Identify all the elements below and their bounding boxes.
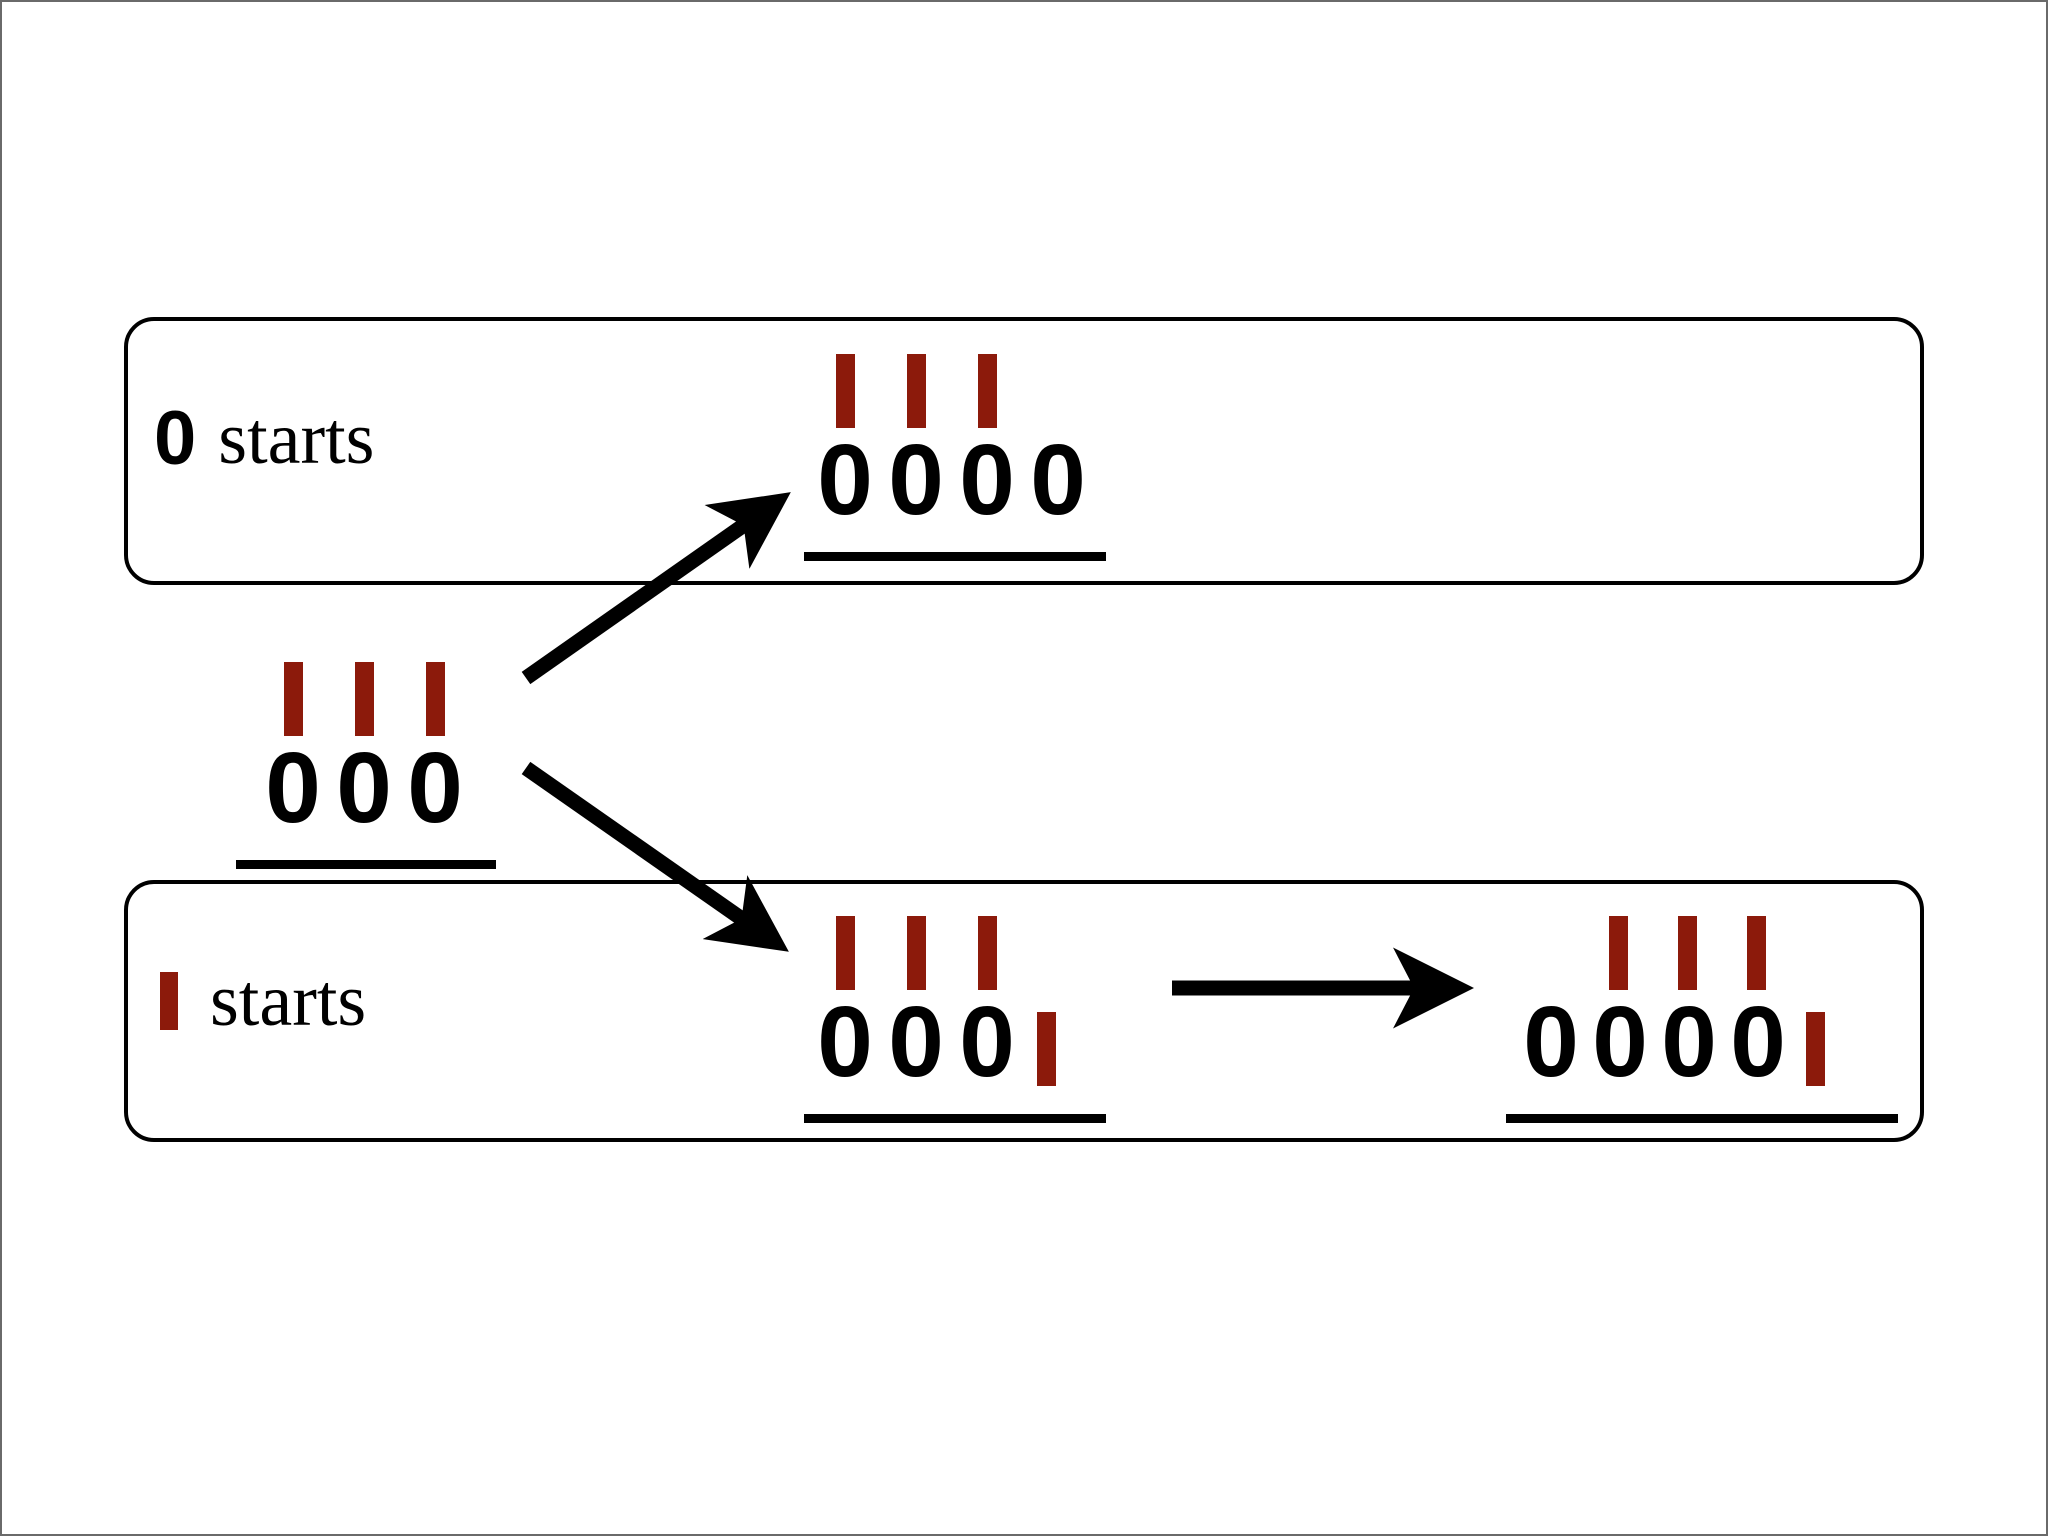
group-underline xyxy=(1506,1114,1898,1123)
case-label-text-marker: starts xyxy=(210,960,367,1042)
marker-bar-icon xyxy=(907,916,926,990)
tail-marker-bar-icon xyxy=(1037,1012,1056,1086)
digit-zero: 0 xyxy=(1523,986,1579,1098)
case-symbol-zero: 0 xyxy=(154,396,197,481)
marker-bar-icon xyxy=(1678,916,1697,990)
case-label-zero-starts: 0 starts xyxy=(154,400,374,478)
digit-zero: 0 xyxy=(265,732,321,844)
digit-zero: 0 xyxy=(959,424,1015,536)
case-label-marker-starts: starts xyxy=(154,962,366,1040)
digit-zero: 0 xyxy=(1030,424,1086,536)
digit-zero: 0 xyxy=(817,986,873,1098)
digit-zero: 0 xyxy=(888,986,944,1098)
group-underline xyxy=(804,552,1106,561)
digit-zero: 0 xyxy=(817,424,873,536)
digit-zero: 0 xyxy=(1730,986,1786,1098)
arrow-marker-extend-icon xyxy=(1172,947,1474,1029)
digit-zero: 0 xyxy=(888,424,944,536)
case-box-marker-starts xyxy=(124,880,1924,1142)
marker-bar-icon xyxy=(978,354,997,428)
group-underline xyxy=(236,860,496,869)
digit-zero: 0 xyxy=(1661,986,1717,1098)
marker-bar-icon xyxy=(1747,916,1766,990)
marker-bar-icon xyxy=(907,354,926,428)
digit-zero: 0 xyxy=(407,732,463,844)
arrow-to-marker-case-icon xyxy=(521,761,789,952)
marker-bar-icon xyxy=(836,354,855,428)
digit-zero: 0 xyxy=(1592,986,1648,1098)
case-box-zero-starts xyxy=(124,317,1924,585)
group-underline xyxy=(804,1114,1106,1123)
case-symbol-marker-bar-icon xyxy=(160,972,178,1030)
marker-bar-icon xyxy=(978,916,997,990)
marker-bar-icon xyxy=(284,662,303,736)
marker-bar-icon xyxy=(1609,916,1628,990)
case-label-text-zero: starts xyxy=(218,398,375,480)
marker-bar-icon xyxy=(836,916,855,990)
digit-zero: 0 xyxy=(336,732,392,844)
tail-marker-bar-icon xyxy=(1806,1012,1825,1086)
arrow-to-zero-case-icon xyxy=(521,492,791,685)
digit-zero: 0 xyxy=(959,986,1015,1098)
marker-bar-icon xyxy=(355,662,374,736)
marker-bar-icon xyxy=(426,662,445,736)
